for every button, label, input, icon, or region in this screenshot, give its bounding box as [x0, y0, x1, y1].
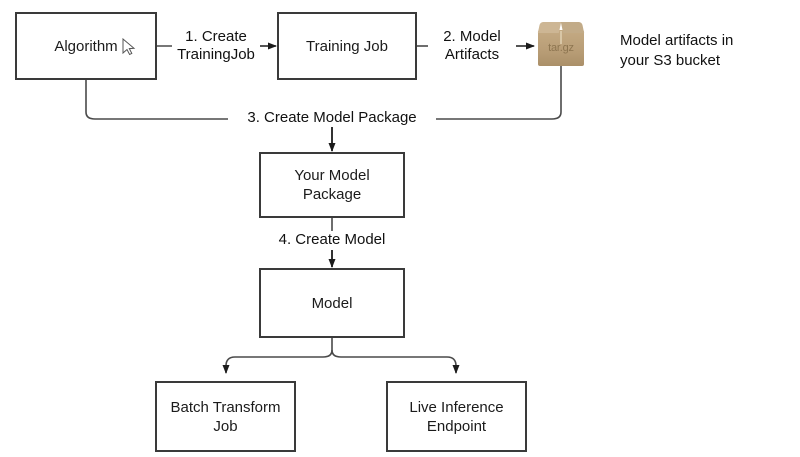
edge-label-step-3: 3. Create Model Package — [228, 109, 436, 127]
mouse-cursor-icon — [122, 38, 136, 56]
tar-gz-flap-left — [537, 22, 562, 33]
node-training-job[interactable]: Training Job — [277, 12, 417, 80]
node-model[interactable]: Model — [259, 268, 405, 338]
tar-gz-package-icon: tar.gz — [537, 22, 585, 66]
node-live-inference-endpoint-label: Live Inference Endpoint — [409, 398, 504, 435]
edge-label-step-4: 4. Create Model — [262, 231, 402, 249]
node-algorithm[interactable]: Algorithm — [15, 12, 157, 80]
edge-label-step-1: 1. Create TrainingJob — [172, 28, 260, 64]
node-model-label: Model — [311, 294, 353, 312]
node-live-inference-endpoint[interactable]: Live Inference Endpoint — [386, 381, 527, 452]
edge-model-to-batch-transform — [222, 349, 333, 374]
tar-gz-seam — [560, 31, 562, 44]
edge-model-to-live-inference — [331, 349, 460, 374]
node-batch-transform-job-label: Batch Transform Job — [170, 398, 281, 435]
edge-algorithm-to-model-package-elbow — [85, 80, 232, 120]
node-your-model-package-label: Your Model Package — [294, 167, 370, 203]
node-training-job-label: Training Job — [306, 37, 388, 55]
node-batch-transform-job[interactable]: Batch Transform Job — [155, 381, 296, 452]
tar-gz-label: tar.gz — [548, 42, 574, 54]
tar-gz-flap-right — [560, 22, 585, 33]
annotation-s3-note: Model artifacts in your S3 bucket — [620, 32, 734, 69]
node-your-model-package[interactable]: Your Model Package — [259, 152, 405, 218]
node-algorithm-label: Algorithm — [54, 37, 118, 55]
edge-label-step-2: 2. Model Artifacts — [428, 28, 516, 64]
edge-artifacts-to-model-package-elbow — [432, 66, 562, 120]
